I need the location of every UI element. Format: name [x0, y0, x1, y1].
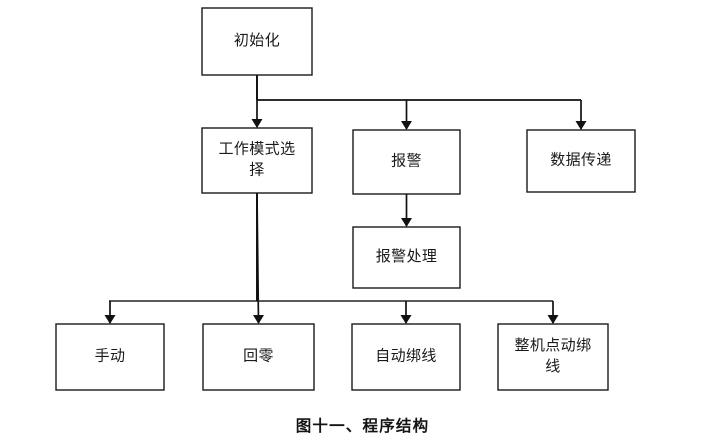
edge-work-mode-to-manual	[104, 193, 258, 324]
node-label-auto-wire-binding: 自动绑线	[375, 347, 437, 364]
node-init[interactable]: 初始化	[201, 7, 313, 76]
node-label-machine-jog-wire-binding: 线	[545, 358, 560, 375]
node-box-alarm-handling	[352, 226, 461, 289]
edge-layer	[104, 75, 587, 324]
node-label-data-transfer: 数据传递	[550, 151, 612, 168]
edge-alarm-to-alarm-handling	[401, 194, 412, 227]
node-box-alarm	[352, 129, 461, 195]
node-label-alarm: 报警	[391, 152, 422, 169]
node-box-machine-jog-wire-binding	[497, 323, 609, 391]
node-alarm[interactable]: 报警	[352, 129, 461, 195]
edge-init-to-alarm	[256, 75, 412, 130]
node-box-manual	[55, 323, 165, 391]
node-box-auto-wire-binding	[351, 323, 461, 391]
node-return-to-zero[interactable]: 回零	[202, 323, 315, 391]
node-box-work-mode-select	[201, 127, 313, 194]
node-box-init	[201, 7, 313, 76]
node-alarm-handling[interactable]: 报警处理	[352, 226, 461, 289]
edge-init-to-data-transfer	[256, 75, 587, 130]
node-label-init: 初始化	[234, 32, 280, 49]
node-box-return-to-zero	[202, 323, 315, 391]
node-manual[interactable]: 手动	[55, 323, 165, 391]
node-label-manual: 手动	[95, 347, 126, 364]
node-data-transfer[interactable]: 数据传递	[526, 129, 636, 193]
node-label-work-mode-select: 择	[249, 161, 264, 178]
node-box-data-transfer	[526, 129, 636, 193]
node-label-alarm-handling: 报警处理	[376, 248, 438, 265]
node-label-work-mode-select: 工作模式选	[218, 140, 295, 157]
edge-work-mode-to-return-to-zero	[253, 192, 264, 324]
figure-caption: 图十一、程序结构	[295, 418, 430, 435]
node-label-return-to-zero: 回零	[243, 347, 274, 364]
node-label-machine-jog-wire-binding: 整机点动绑	[514, 337, 591, 354]
node-auto-wire-binding[interactable]: 自动绑线	[351, 323, 461, 391]
edge-work-mode-to-machine-jog	[256, 193, 559, 324]
